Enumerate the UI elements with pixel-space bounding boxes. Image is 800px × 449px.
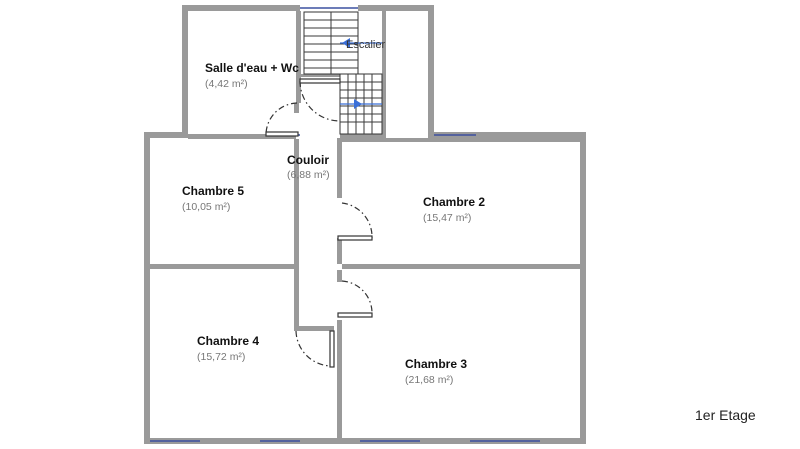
room-area-couloir: (6,88 m²) — [287, 169, 330, 181]
room-name-chambre-3: Chambre 3 — [405, 357, 467, 371]
room-area-chambre-5: (10,05 m²) — [182, 201, 230, 213]
stair-label: Escalier — [346, 39, 385, 51]
room-labels: Salle d'eau + Wc (4,42 m²) Couloir (6,88… — [182, 61, 485, 386]
room-name-chambre-4: Chambre 4 — [197, 334, 259, 348]
interior-walls — [150, 11, 580, 438]
doors — [265, 78, 373, 368]
room-name-chambre-2: Chambre 2 — [423, 195, 485, 209]
room-area-chambre-2: (15,47 m²) — [423, 212, 471, 224]
room-area-chambre-4: (15,72 m²) — [197, 351, 245, 363]
room-name-couloir: Couloir — [287, 153, 329, 167]
room-name-chambre-5: Chambre 5 — [182, 184, 244, 198]
floor-label: 1er Etage — [695, 407, 756, 423]
room-name-salle-eau: Salle d'eau + Wc — [205, 61, 299, 75]
room-area-salle-eau: (4,42 m²) — [205, 78, 248, 90]
stair-arrow-left-icon — [342, 38, 350, 48]
stair-arrow-right-icon — [354, 99, 362, 109]
room-area-chambre-3: (21,68 m²) — [405, 374, 453, 386]
staircase: Escalier — [303, 11, 385, 135]
